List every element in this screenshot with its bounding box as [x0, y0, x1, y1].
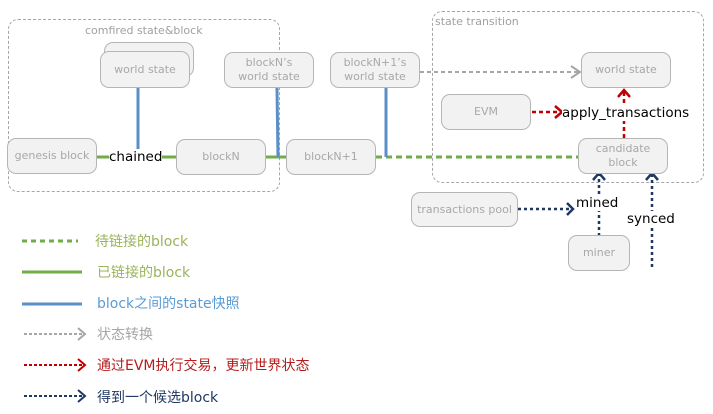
- state-transition-group: [432, 11, 704, 183]
- confirmed-group: [8, 19, 280, 192]
- legend-item-linked-block: 已链接的block: [97, 265, 191, 281]
- txpool-mined-arrowhead: [566, 202, 575, 216]
- node-label: miner: [582, 246, 616, 259]
- legend-item-evm-execution: 通过EVM执行交易，更新世界状态: [97, 358, 310, 374]
- miner-node[interactable]: miner: [568, 235, 630, 271]
- blockN1-world-state-node[interactable]: blockN+1’s world state: [330, 52, 420, 88]
- world-state-confirmed-node[interactable]: world state: [100, 51, 190, 88]
- node-label: blockN+1’s world state: [343, 56, 407, 83]
- node-label: candidate block: [595, 142, 651, 169]
- legend-item-pending-block: 待链接的block: [95, 234, 189, 250]
- genesis-block-node[interactable]: genesis block: [7, 138, 97, 174]
- snapshot-blockN: [275, 87, 280, 158]
- node-label: blockN: [202, 150, 240, 163]
- node-label: EVM: [474, 105, 498, 118]
- node-label: world state: [595, 63, 657, 76]
- legend-gray-arrowhead: [77, 327, 87, 341]
- apply-transactions-label: apply_transactions: [562, 105, 690, 121]
- legend-navy-arrowhead: [77, 389, 87, 403]
- node-label: transactions pool: [417, 202, 512, 216]
- world-state-new-node[interactable]: world state: [581, 52, 671, 88]
- apply-worldstate-arrowhead: [617, 88, 631, 98]
- confirmed-group-label: comfired state&block: [85, 24, 203, 37]
- state-transition-group-label: state transition: [435, 15, 519, 28]
- legend-item-state-transition: 状态转换: [97, 327, 153, 343]
- chained-label: chained: [109, 149, 163, 165]
- candidate-block-node[interactable]: candidate block: [578, 138, 668, 174]
- legend-item-state-snapshot: block之间的state快照: [97, 296, 240, 312]
- node-label: blockN+1: [304, 150, 358, 163]
- synced-label: synced: [627, 211, 675, 227]
- mined-label: mined: [576, 195, 619, 211]
- node-label: blockN’s world state: [238, 56, 300, 83]
- node-label: genesis block: [14, 149, 90, 162]
- state-transition-arrowhead: [570, 65, 582, 79]
- node-label: world state: [114, 62, 176, 76]
- blockN1-node[interactable]: blockN+1: [286, 139, 376, 175]
- miner-candidate-arrowhead: [592, 171, 606, 181]
- blockN-world-state-node[interactable]: blockN’s world state: [224, 52, 314, 88]
- evm-node[interactable]: EVM: [441, 94, 531, 130]
- legend-red-arrowhead: [77, 358, 87, 372]
- legend-item-candidate-block: 得到一个候选block: [97, 390, 219, 406]
- blockN-node[interactable]: blockN: [176, 139, 266, 175]
- transactions-pool-node[interactable]: transactions pool: [411, 192, 518, 227]
